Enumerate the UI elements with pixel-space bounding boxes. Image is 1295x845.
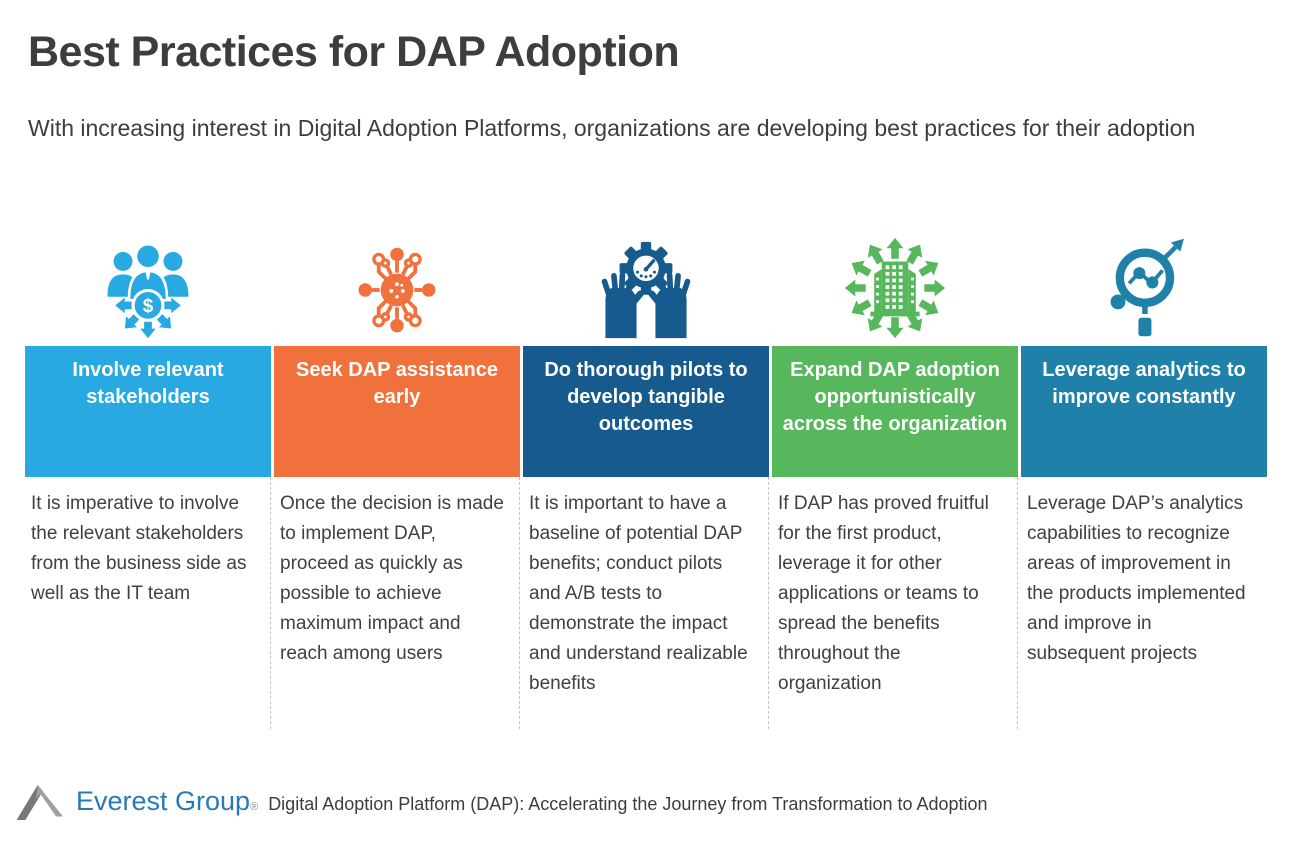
column-leverage-analytics: Leverage analytics to improve constantly… <box>1021 228 1267 729</box>
column-body: If DAP has proved fruitful for the first… <box>772 477 1018 729</box>
building-expand-arrows-icon <box>844 237 946 339</box>
column-thorough-pilots: Do thorough pilots to develop tangible o… <box>523 228 769 729</box>
column-header: Do thorough pilots to develop tangible o… <box>523 346 769 477</box>
column-body: Leverage DAP’s analytics capabilities to… <box>1027 493 1246 664</box>
footer-caption: Digital Adoption Platform (DAP): Acceler… <box>268 794 988 814</box>
analytics-magnifier-icon <box>1110 238 1184 337</box>
column-body: It is important to have a baseline of po… <box>523 477 769 729</box>
stakeholders-money-icon: $ <box>107 242 189 339</box>
page-subtitle: With increasing interest in Digital Adop… <box>28 115 1196 141</box>
everest-group-logo-text: Everest Group <box>76 786 251 816</box>
column-seek-dap-assistance: Seek DAP assistance early Once the decis… <box>274 228 520 729</box>
column-header: Seek DAP assistance early <box>274 346 520 477</box>
best-practices-columns: $ Involve relevant stakeholders It is im… <box>25 228 1267 729</box>
column-involve-stakeholders: $ Involve relevant stakeholders It is im… <box>25 228 271 729</box>
column-header: Involve relevant stakeholders <box>25 346 271 477</box>
everest-mountain-icon <box>16 785 63 820</box>
hands-gear-gauge-icon <box>601 241 691 339</box>
column-expand-adoption: Expand DAP adoption opportunistically ac… <box>772 228 1018 729</box>
registered-mark: ® <box>250 801 259 813</box>
column-body: Once the decision is made to implement D… <box>274 477 520 729</box>
column-body: It is imperative to involve the relevant… <box>25 477 271 729</box>
column-header: Leverage analytics to improve constantly <box>1021 346 1267 477</box>
footer: Everest Group ® Digital Adoption Platfor… <box>14 760 988 820</box>
page-title: Best Practices for DAP Adoption <box>28 28 680 76</box>
svg-text:$: $ <box>143 296 154 317</box>
network-hub-icon <box>358 247 436 333</box>
column-header: Expand DAP adoption opportunistically ac… <box>772 346 1018 477</box>
